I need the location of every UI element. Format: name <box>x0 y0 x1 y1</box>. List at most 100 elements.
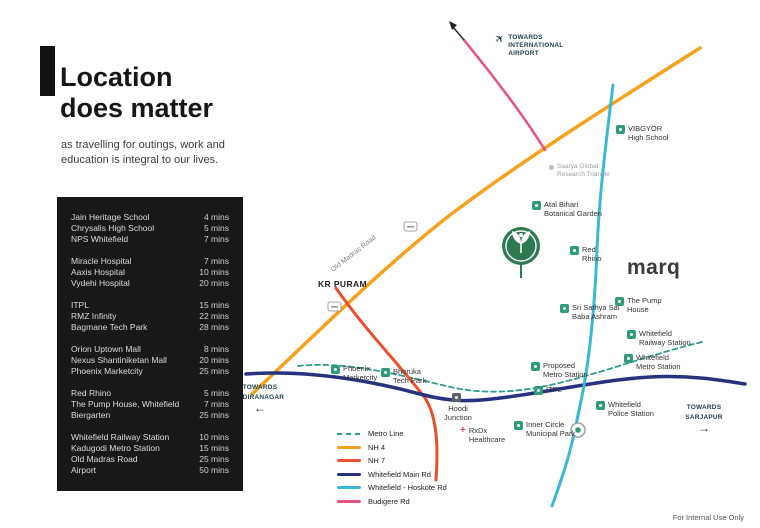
metro-line-path <box>297 341 703 393</box>
poi-marker-icon <box>624 354 633 363</box>
whitefield-railway-label: Whitefield Railway Station <box>627 329 691 347</box>
proposed-metro-label: Proposed Metro Station <box>531 361 588 379</box>
hoodi-junction-marker <box>452 392 461 402</box>
phoenix-marketcity-label: Phoenix Marketcity <box>331 364 377 382</box>
airplane-icon: ✈ <box>492 31 508 47</box>
page-title-line2: does matter <box>60 93 214 124</box>
poi-marker-icon <box>627 330 636 339</box>
destination-time: 4 mins <box>203 212 229 222</box>
inner-circle-park-text: Inner Circle Municipal Park <box>526 420 576 438</box>
destination-time: 25 mins <box>199 410 229 420</box>
proposed-metro-text: Proposed Metro Station <box>543 361 588 379</box>
destination-name: Orion Uptown Mall <box>71 344 141 354</box>
kr-puram-label: KR PURAM <box>318 279 367 289</box>
towards-indiranagar-text: TOWARDS INDIRANAGAR <box>235 384 285 401</box>
destination-time: 15 mins <box>199 443 229 453</box>
municipal-park-ring-icon <box>570 422 586 438</box>
destination-time: 7 mins <box>203 399 229 409</box>
budigere-rd-swatch-icon <box>337 499 361 503</box>
saarya-text: Saarya Global Research Triangle <box>557 163 610 178</box>
hoskote-road-path <box>550 83 615 508</box>
marq-logo: marq <box>627 255 680 280</box>
travel-time-row: RMZ Infinity 22 mins <box>71 311 229 322</box>
destination-time: 22 mins <box>199 311 229 321</box>
destination-name: Vydehi Hospital <box>71 278 130 288</box>
right-arrow-icon: → <box>698 420 710 435</box>
hoodi-junction-text: Hoodi Junction <box>444 404 472 422</box>
destination-time: 8 mins <box>203 344 229 354</box>
whitefield-railway-text: Whitefield Railway Station <box>639 329 691 347</box>
budigere-road-path <box>462 38 547 152</box>
travel-time-row: Old Madras Road 25 mins <box>71 454 229 465</box>
travel-time-row: Biergarten 25 mins <box>71 410 229 421</box>
destination-name: RMZ Infinity <box>71 311 117 321</box>
page-subtitle: as travelling for outings, work and educ… <box>61 139 225 166</box>
rxdx-healthcare-label: + RxDx Healthcare <box>460 426 505 445</box>
destination-name: Chrysalis High School <box>71 223 155 233</box>
saarya-label: Saarya Global Research Triangle <box>549 163 610 179</box>
sri-sathya-ashram-label: Sri Sathya Sai Baba Ashram <box>560 303 620 321</box>
travel-time-row: Vydehi Hospital 20 mins <box>71 278 229 289</box>
poi-marker-icon <box>534 386 543 395</box>
internal-use-note: For Internal Use Only <box>672 513 744 522</box>
page-title-line1: Location <box>60 62 173 92</box>
destination-time: 25 mins <box>199 366 229 376</box>
malls-group: Orion Uptown Mall 8 mins Nexus Shantinike… <box>71 344 229 377</box>
destination-name: Old Madras Road <box>71 454 138 464</box>
poi-marker-icon <box>531 362 540 371</box>
destination-time: 15 mins <box>199 300 229 310</box>
atal-bihari-garden-text: Atal Bihari Botanical Garden <box>544 200 602 218</box>
towards-airport-label: ✈ TOWARDS INTERNATIONAL AIRPORT <box>492 31 564 57</box>
atal-bihari-garden-label: Atal Bihari Botanical Garden <box>532 200 602 218</box>
small-poi-dot-icon <box>549 165 554 170</box>
destination-time: 5 mins <box>203 388 229 398</box>
poi-marker-icon <box>514 421 523 430</box>
towards-sarjapur-text: TOWARDS SARJAPUR <box>685 404 723 421</box>
towards-airport-text: TOWARDS INTERNATIONAL AIRPORT <box>508 34 564 57</box>
left-arrow-icon: ← <box>254 400 266 415</box>
legend-item: Metro Line <box>337 429 447 438</box>
poi-marker-icon <box>560 304 569 313</box>
marq-logo-text: marq <box>627 256 681 279</box>
destination-name: Biergarten <box>71 410 111 420</box>
legend-label: Metro Line <box>368 429 404 438</box>
nh4-road-path <box>250 46 702 396</box>
kr-puram-text: KR PURAM <box>318 279 368 289</box>
destination-name: Nexus Shantiniketan Mall <box>71 355 167 365</box>
nh4-swatch-icon <box>337 445 361 449</box>
whitefield-metro-text: Whitefield Metro Station <box>636 353 681 371</box>
legend-item: NH 4 <box>337 443 447 452</box>
nh7-road-path <box>334 286 439 482</box>
red-rhino-text: Red Rhino <box>582 245 602 263</box>
accent-bar <box>40 46 55 96</box>
destination-time: 20 mins <box>199 278 229 288</box>
phoenix-marketcity-text: Phoenix Marketcity <box>343 364 378 382</box>
poi-marker-icon <box>331 365 340 374</box>
project-location-marker-icon <box>502 227 540 278</box>
sri-sathya-ashram-text: Sri Sathya Sai Baba Ashram <box>572 303 620 321</box>
legend-item: Budigere Rd <box>337 497 447 506</box>
destination-name: Bagmane Tech Park <box>71 322 148 332</box>
vibgyor-school-text: VIBGYOR High School <box>628 124 669 142</box>
destination-time: 25 mins <box>199 454 229 464</box>
destination-time: 5 mins <box>203 223 229 233</box>
towards-indiranagar-label: TOWARDS INDIRANAGAR ← <box>230 382 290 414</box>
bhoruka-tech-park-text: Bhoruka Tech Park <box>393 367 427 385</box>
pump-house-text: The Pump House <box>627 296 662 314</box>
vibgyor-school-label: VIBGYOR High School <box>616 124 668 142</box>
poi-marker-icon <box>616 125 625 134</box>
